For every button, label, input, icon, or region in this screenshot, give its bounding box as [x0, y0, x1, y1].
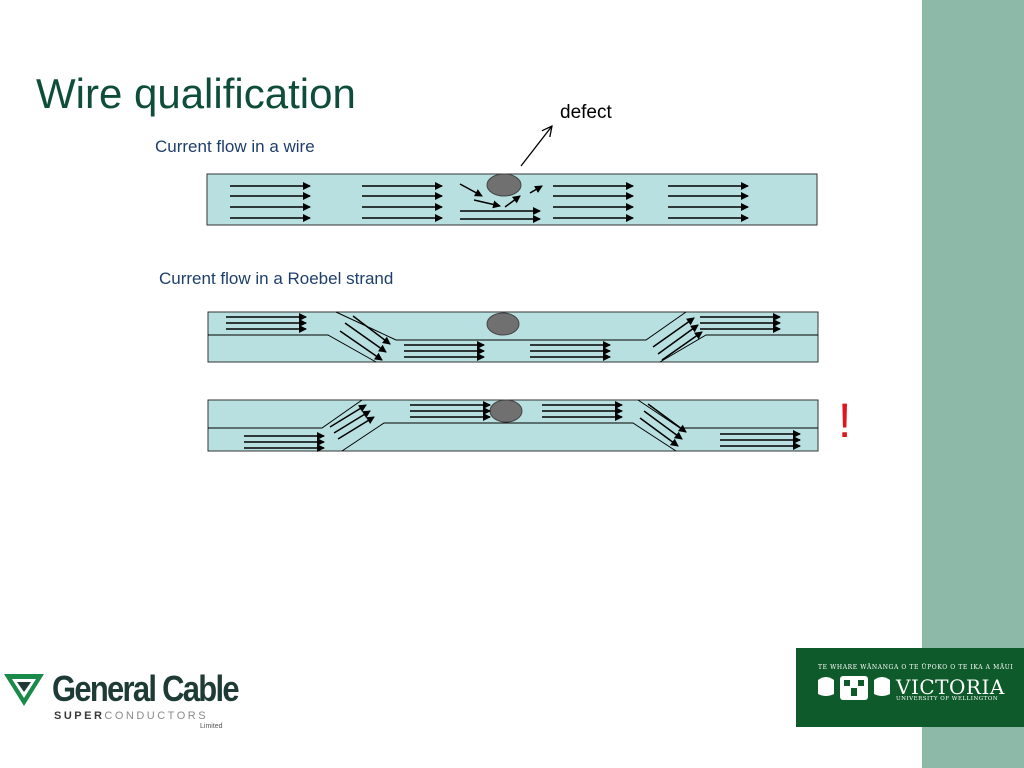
general-cable-emblem-icon — [4, 674, 44, 706]
wire-defect — [486, 173, 522, 197]
general-cable-name: General Cable — [52, 668, 240, 709]
roebel-strip-1 — [207, 311, 819, 363]
victoria-maori-line: TE WHARE WĀNANGA O TE ŪPOKO O TE IKA A M… — [818, 664, 1014, 671]
roebel-strip-2-defect — [489, 399, 523, 423]
roebel-strip-1-divider-left — [208, 334, 377, 363]
defect-label: defect — [560, 102, 612, 123]
victoria-name: VICTORIA — [896, 675, 1005, 699]
current-flow-diagram — [206, 0, 819, 452]
roebel-strip-2 — [207, 399, 819, 452]
wire-caption: Current flow in a wire — [155, 137, 315, 156]
side-band — [922, 0, 1024, 768]
victoria-crest-icon — [818, 676, 890, 700]
general-cable-limited: Limited — [200, 723, 223, 730]
wire-strip — [206, 173, 818, 226]
roebel-strip-2-divider-middle — [341, 422, 677, 452]
defect-pointer-arrow — [520, 126, 552, 167]
general-cable-logo: General Cable SUPERCONDUCTORS Limited — [2, 668, 240, 734]
roebel-caption: Current flow in a Roebel strand — [159, 269, 394, 288]
alert-mark: ! — [838, 395, 852, 448]
roebel-strip-1-divider-right — [659, 334, 818, 363]
roebel-strip-1-defect — [486, 312, 520, 336]
roebel-strip-2-divider-left — [208, 399, 363, 429]
page-title: Wire qualification — [36, 70, 356, 117]
victoria-subtitle: UNIVERSITY OF WELLINGTON — [896, 696, 999, 702]
victoria-university-logo: TE WHARE WĀNANGA O TE ŪPOKO O TE IKA A M… — [796, 648, 1024, 727]
general-cable-subtitle: SUPERCONDUCTORS — [54, 710, 209, 722]
